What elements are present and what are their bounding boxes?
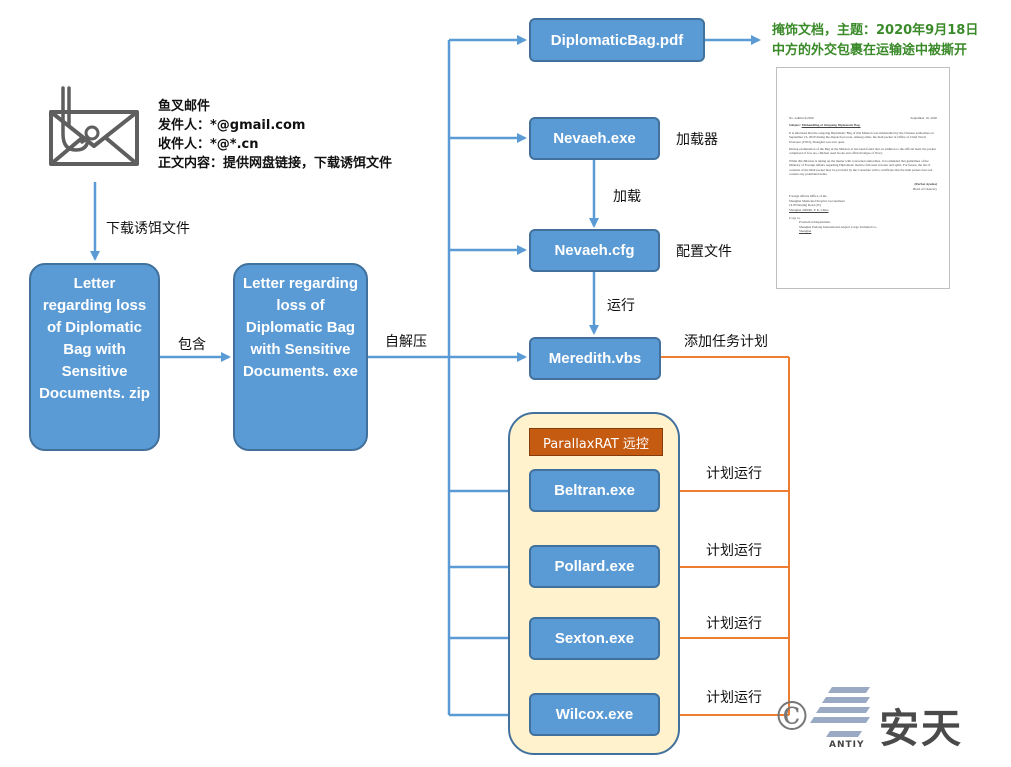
label-scheduled-pollard: 计划运行 bbox=[706, 543, 762, 559]
email-sender: 发件人：*@gmail.com bbox=[158, 118, 306, 133]
node-pollard-exe[interactable]: Pollard.exe bbox=[529, 545, 660, 588]
node-zip[interactable]: Letter regarding loss of Diplomatic Bag … bbox=[29, 263, 160, 451]
doc-copy-label: Copy to: bbox=[789, 215, 801, 220]
label-self-extract: 自解压 bbox=[385, 334, 427, 350]
label-scheduled-beltran: 计划运行 bbox=[706, 466, 762, 482]
decoy-line-2: 中方的外交包裹在运输途中被撕开 bbox=[772, 43, 968, 58]
doc-date: September 16, 2020 bbox=[910, 116, 937, 120]
node-meredith-vbs[interactable]: Meredith.vbs bbox=[529, 337, 661, 380]
node-sexton-exe[interactable]: Sexton.exe bbox=[529, 617, 660, 660]
label-config-file: 配置文件 bbox=[676, 244, 732, 260]
node-diplomaticbag-pdf[interactable]: DiplomaticBag.pdf bbox=[529, 18, 705, 62]
decoy-document-thumbnail: No. Admin 9/2020 September 16, 2020 Subje… bbox=[776, 67, 950, 289]
brand-sub: ANTIY bbox=[829, 740, 865, 750]
label-load: 加载 bbox=[613, 189, 641, 205]
doc-addr-2: Shanghai Municipal People's Government bbox=[789, 198, 845, 203]
doc-addr-3: 1418 Nanjing Road (W) bbox=[789, 203, 821, 208]
doc-para-1: It is informed that the outgoing Diploma… bbox=[789, 130, 934, 144]
email-recipient: 收件人：*@*.cn bbox=[158, 137, 259, 152]
label-contains: 包含 bbox=[178, 337, 206, 353]
antiy-logo-icon bbox=[810, 687, 870, 737]
brand-name: 安天 bbox=[879, 706, 963, 752]
node-nevaeh-exe[interactable]: Nevaeh.exe bbox=[529, 117, 660, 160]
email-title: 鱼叉邮件 bbox=[158, 99, 211, 114]
phishing-mail-icon bbox=[49, 86, 139, 166]
doc-copy-1: Production Department, bbox=[799, 220, 831, 225]
email-details: 鱼叉邮件 发件人：*@gmail.com 收件人：*@*.cn 正文内容：提供网… bbox=[158, 97, 392, 173]
label-loader: 加载器 bbox=[676, 132, 718, 148]
label-scheduled-wilcox: 计划运行 bbox=[706, 690, 762, 706]
doc-para-2: During examination of the Bag in the Mis… bbox=[789, 147, 936, 156]
label-scheduled-sexton: 计划运行 bbox=[706, 616, 762, 632]
doc-addr-4: Shanghai 200040, P. R. China bbox=[789, 207, 829, 212]
label-download: 下载诱饵文件 bbox=[106, 221, 190, 237]
node-nevaeh-cfg[interactable]: Nevaeh.cfg bbox=[529, 229, 660, 272]
node-wilcox-exe[interactable]: Wilcox.exe bbox=[529, 693, 660, 736]
label-run: 运行 bbox=[607, 298, 635, 314]
email-body: 正文内容：提供网盘链接，下载诱饵文件 bbox=[158, 156, 393, 171]
doc-signatory: (Parbat Ayesha) bbox=[914, 182, 937, 187]
doc-subject: Mishandling of Outgoing Diplomatic Bag. bbox=[801, 123, 861, 128]
doc-ref: No. Admin 9/2020 bbox=[789, 116, 814, 120]
decoy-line-1: 掩饰文档，主题：2020年9月18日 bbox=[772, 23, 979, 38]
label-add-task: 添加任务计划 bbox=[684, 334, 768, 350]
doc-subject-label: Subject: bbox=[789, 123, 801, 128]
decoy-description: 掩饰文档，主题：2020年9月18日 中方的外交包裹在运输途中被撕开 bbox=[772, 21, 978, 61]
doc-copy-3: Shanghai bbox=[799, 229, 812, 234]
doc-addr-1: Foreign Affairs Office of the bbox=[789, 194, 827, 199]
doc-signatory-title: Head of Chancery bbox=[913, 186, 937, 191]
doc-para-3: While this Mission is taking up the matt… bbox=[789, 158, 933, 177]
node-beltran-exe[interactable]: Beltran.exe bbox=[529, 469, 660, 512]
copyright-symbol: © bbox=[772, 694, 812, 740]
doc-copy-2: Shanghai Pudong International Airport Ca… bbox=[799, 224, 878, 229]
parallaxrat-tag: ParallaxRAT 远控 bbox=[529, 428, 663, 456]
node-exe[interactable]: Letter regarding loss of Diplomatic Bag … bbox=[233, 263, 368, 451]
